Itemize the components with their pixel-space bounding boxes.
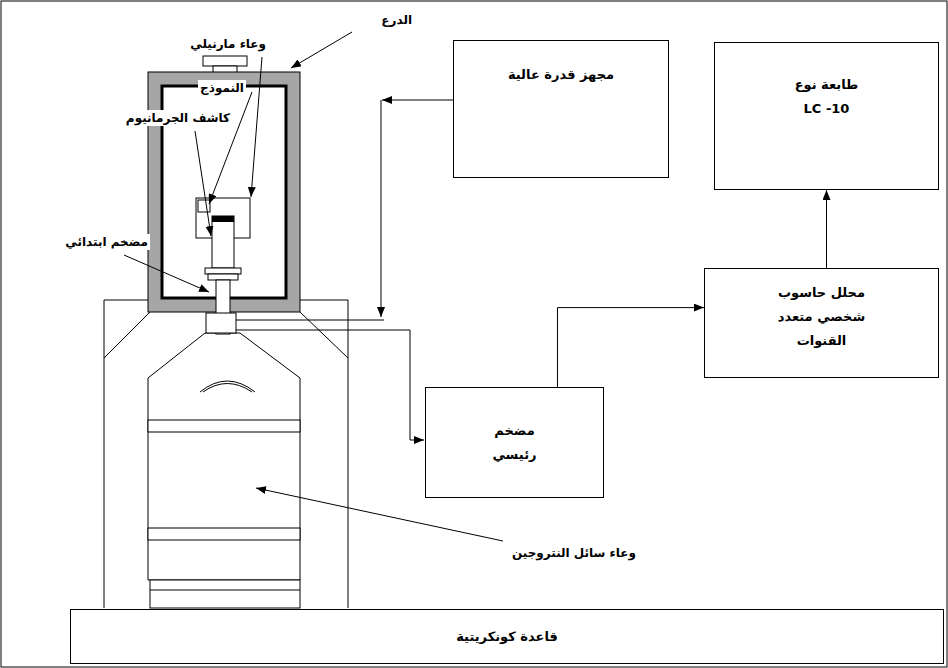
hv-wire xyxy=(236,320,384,321)
preamp-collar xyxy=(206,313,236,333)
signal-connector xyxy=(557,308,704,387)
signal-connector xyxy=(826,190,827,268)
box-label: مجهز قدرة عالية xyxy=(508,63,614,87)
leader-line xyxy=(209,92,252,204)
part-label: مضخم ابتدائي xyxy=(63,234,150,250)
stand-brace xyxy=(300,312,348,358)
dewar-handle xyxy=(203,384,252,393)
power-supply-box: مجهز قدرة عالية xyxy=(453,40,669,178)
dewar-foot xyxy=(150,580,300,608)
detector-stand xyxy=(104,300,348,608)
nitrogen-dewar xyxy=(148,333,300,580)
preamp-flange xyxy=(205,268,241,274)
signal-wire xyxy=(236,330,424,440)
hv-wire xyxy=(382,100,453,101)
dewar-band xyxy=(148,528,300,540)
leader-line xyxy=(124,255,209,292)
analyzer-box: محلل حاسوب شخصي متعدد القنوات xyxy=(704,268,939,378)
dewar-band xyxy=(148,420,300,432)
leader-line xyxy=(291,32,352,68)
part-label: النموذج xyxy=(198,80,246,96)
box-label: مضخم رئيسي xyxy=(490,419,540,467)
germanium-detector xyxy=(212,216,234,268)
box-label: طابعة نوع LC -10 xyxy=(788,73,866,121)
part-label: الدرع xyxy=(379,12,414,28)
part-label: وعاء مارنيلي xyxy=(188,36,268,52)
amplifier-box: مضخم رئيسي xyxy=(425,387,604,498)
box-label: قاعدة كونكريتية xyxy=(456,625,558,649)
printer-box: طابعة نوع LC -10 xyxy=(714,42,939,190)
detector-cap xyxy=(212,216,234,222)
lead-shield xyxy=(148,72,300,312)
dewar-handle xyxy=(200,381,255,392)
preamp-flange xyxy=(208,274,238,280)
shield-handle xyxy=(203,56,247,66)
stand-brace xyxy=(104,312,150,358)
box-label: محلل حاسوب شخصي متعدد القنوات xyxy=(757,281,887,353)
part-label: وعاء سائل النتروجين xyxy=(510,545,638,561)
sample xyxy=(198,200,210,212)
leader-line xyxy=(251,57,262,197)
leader-line xyxy=(195,131,211,236)
hv-wire xyxy=(381,100,382,317)
dewar-foot-line xyxy=(150,590,300,591)
concrete-base: قاعدة كونكريتية xyxy=(70,609,944,664)
part-label: كاشف الجرمانيوم xyxy=(124,110,232,126)
